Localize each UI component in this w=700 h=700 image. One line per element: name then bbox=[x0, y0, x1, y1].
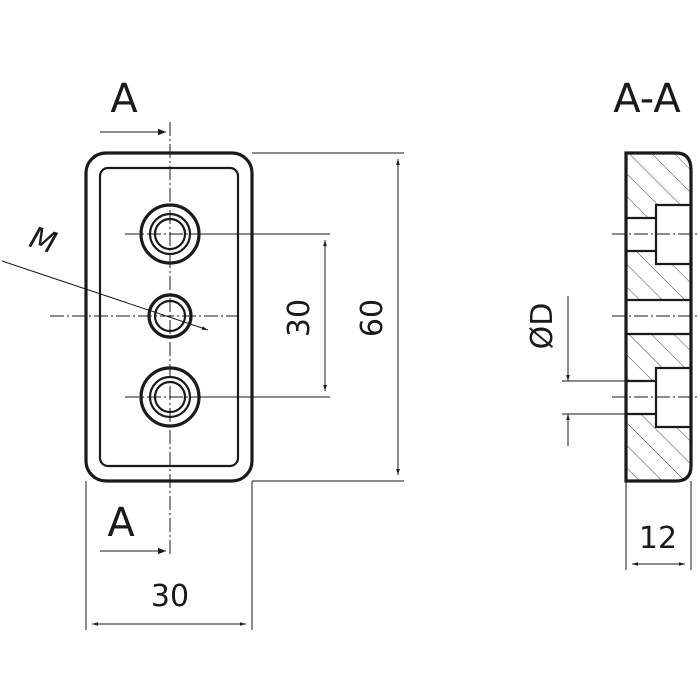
dim-thickness: 12 bbox=[625, 481, 692, 570]
thread-label: M bbox=[25, 220, 61, 261]
section-outline bbox=[624, 151, 693, 483]
section-view: A-A bbox=[525, 76, 700, 570]
dim-hole-spacing: 30 bbox=[200, 233, 330, 398]
threaded-hole-center bbox=[50, 293, 238, 339]
plate-outline bbox=[84, 151, 254, 483]
dim-height: 60 bbox=[252, 152, 404, 482]
counterbore-hole-top bbox=[125, 203, 215, 265]
plate-inner-edge bbox=[98, 166, 240, 468]
dim-hole-spacing-text: 30 bbox=[282, 299, 317, 337]
dim-width: 30 bbox=[85, 481, 253, 630]
section-mark-top: A bbox=[110, 76, 138, 122]
dim-diameter-text: ØD bbox=[525, 303, 560, 350]
thread-leader-line bbox=[1, 260, 209, 331]
dim-diameter: ØD bbox=[525, 296, 626, 446]
dim-width-text: 30 bbox=[151, 579, 189, 614]
section-hole-center bbox=[626, 298, 691, 336]
section-mark-bottom: A bbox=[107, 500, 135, 546]
dim-height-text: 60 bbox=[355, 299, 390, 337]
section-title: A-A bbox=[613, 76, 681, 122]
dim-thickness-text: 12 bbox=[639, 521, 677, 556]
front-view: A A M 30 60 30 bbox=[1, 76, 404, 630]
